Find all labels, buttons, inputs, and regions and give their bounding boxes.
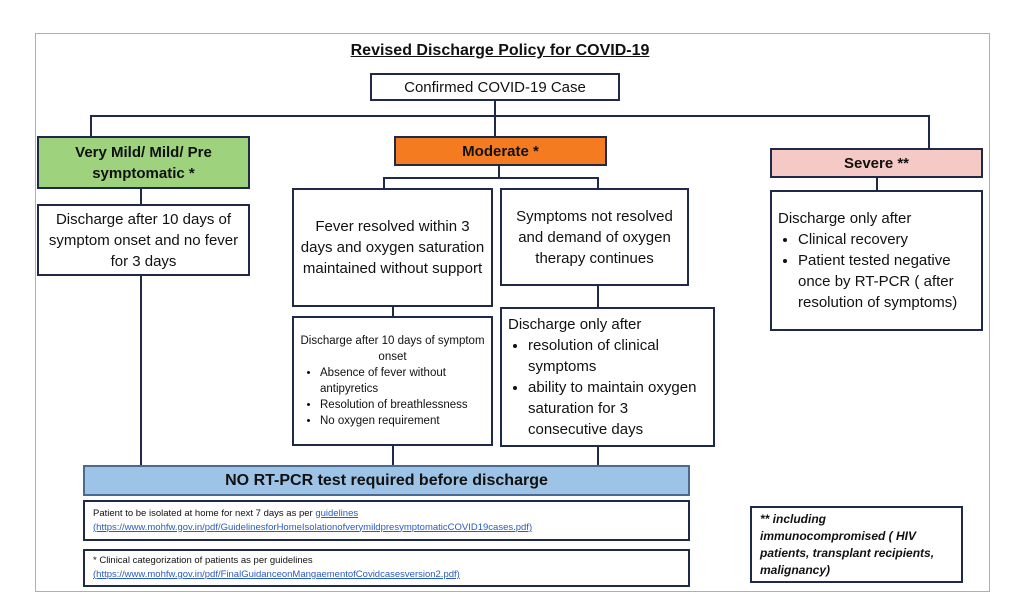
severe-discharge-heading: Discharge only after — [778, 210, 912, 227]
list-item: No oxygen requirement — [320, 413, 485, 429]
moderate-branch-b-text: Symptoms not resolved and demand of oxyg… — [516, 207, 673, 267]
confirmed-case-box: Confirmed COVID-19 Case — [370, 73, 620, 101]
diagram-frame — [35, 33, 990, 592]
connector — [383, 177, 599, 179]
moderate-category-label: Moderate * — [462, 142, 539, 160]
discharge-a-list: Absence of fever without antipyretics Re… — [300, 365, 485, 429]
no-rtpcr-label: NO RT-PCR test required before discharge — [225, 472, 548, 489]
connector — [498, 165, 500, 178]
connector — [392, 306, 394, 317]
isolation-text: Patient to be isolated at home for next … — [93, 507, 358, 521]
no-rtpcr-box: NO RT-PCR test required before discharge — [83, 465, 690, 496]
immunocompromised-note: ** including immunocompromised ( HIV pat… — [760, 511, 935, 577]
list-item: Absence of fever without antipyretics — [320, 365, 485, 397]
connector — [392, 445, 394, 466]
connector — [140, 188, 142, 205]
isolation-url-link[interactable]: (https://www.mohfw.gov.in/pdf/Guidelines… — [93, 521, 533, 533]
categorization-note-box: * Clinical categorization of patients as… — [83, 549, 690, 587]
connector — [597, 446, 599, 466]
guidelines-link[interactable]: guidelines — [315, 507, 359, 519]
connector — [597, 177, 599, 189]
mild-discharge-box: Discharge after 10 days of symptom onset… — [37, 204, 250, 276]
discharge-b-list: resolution of clinical symptoms ability … — [508, 335, 707, 440]
confirmed-case-label: Confirmed COVID-19 Case — [404, 78, 586, 96]
moderate-branch-b-box: Symptoms not resolved and demand of oxyg… — [500, 188, 689, 286]
discharge-b-heading: Discharge only after — [508, 316, 642, 333]
severe-discharge-list: Clinical recovery Patient tested negativ… — [778, 229, 975, 313]
moderate-category-box: Moderate * — [394, 136, 607, 166]
discharge-a-heading: Discharge after 10 days of symptom onset — [300, 335, 485, 363]
list-item: ability to maintain oxygen saturation fo… — [528, 377, 707, 440]
list-item: Clinical recovery — [798, 229, 975, 250]
isolation-text-main: Patient to be isolated at home for next … — [93, 507, 316, 519]
connector — [928, 115, 930, 149]
moderate-branch-a-box: Fever resolved within 3 days and oxygen … — [292, 188, 493, 307]
list-item: resolution of clinical symptoms — [528, 335, 707, 377]
list-item: Patient tested negative once by RT-PCR (… — [798, 250, 975, 313]
connector — [90, 115, 930, 117]
severe-category-box: Severe ** — [770, 148, 983, 178]
categorization-text: * Clinical categorization of patients as… — [93, 555, 313, 566]
severe-category-label: Severe ** — [843, 154, 910, 172]
immunocompromised-note-box: ** including immunocompromised ( HIV pat… — [750, 506, 963, 583]
connector — [494, 100, 496, 137]
connector — [383, 177, 385, 189]
moderate-discharge-a-box: Discharge after 10 days of symptom onset… — [292, 316, 493, 446]
connector — [876, 177, 878, 191]
categorization-url-link[interactable]: (https://www.mohfw.gov.in/pdf/FinalGuida… — [93, 569, 460, 580]
mild-discharge-text: Discharge after 10 days of symptom onset… — [48, 210, 239, 270]
mild-category-label: Very Mild/ Mild/ Pre symptomatic * — [75, 143, 212, 182]
connector — [140, 275, 142, 466]
diagram-title: Revised Discharge Policy for COVID-19 — [350, 42, 650, 59]
isolation-note-box: Patient to be isolated at home for next … — [83, 500, 690, 541]
mild-category-box: Very Mild/ Mild/ Pre symptomatic * — [37, 136, 250, 189]
moderate-branch-a-text: Fever resolved within 3 days and oxygen … — [300, 218, 485, 277]
list-item: Resolution of breathlessness — [320, 397, 485, 413]
severe-discharge-box: Discharge only after Clinical recovery P… — [770, 190, 983, 331]
connector — [597, 285, 599, 308]
connector — [90, 115, 92, 137]
moderate-discharge-b-box: Discharge only after resolution of clini… — [500, 307, 715, 447]
